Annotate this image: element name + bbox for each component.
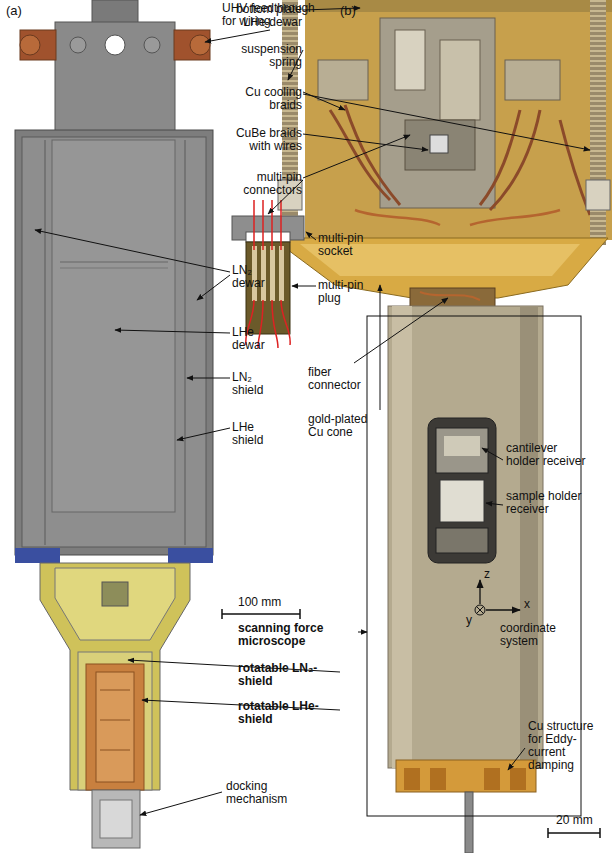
part-label: CuBe braids with wires bbox=[224, 127, 302, 153]
part-label: docking mechanism bbox=[226, 780, 306, 806]
part-label: multi-pin connectors bbox=[224, 171, 302, 197]
part-label: LHe dewar bbox=[232, 326, 277, 352]
part-label: bottom plate LHe-dewar bbox=[224, 3, 302, 29]
part-label: Cu structure for Eddy-current damping bbox=[528, 720, 608, 772]
panel-label: (b) bbox=[340, 4, 370, 18]
part-label: sample holder receiver bbox=[506, 490, 586, 516]
part-label: coordinate system bbox=[500, 622, 580, 648]
part-label: gold-plated Cu cone bbox=[308, 413, 378, 439]
part-label: rotatable LN₂-shield bbox=[238, 662, 338, 688]
part-label: multi-pin socket bbox=[318, 232, 378, 258]
panel-label: (a) bbox=[6, 4, 36, 18]
part-label: scanning force microscope bbox=[238, 622, 356, 648]
scale-label: 100 mm bbox=[238, 596, 298, 609]
part-label: rotatable LHe-shield bbox=[238, 700, 338, 726]
part-label: LN₂ shield bbox=[232, 371, 277, 397]
part-label: LN₂ dewar bbox=[232, 264, 277, 290]
axis-label: z bbox=[484, 568, 496, 581]
part-label: cantilever holder receiver bbox=[506, 442, 586, 468]
part-label: LHe shield bbox=[232, 421, 277, 447]
part-label: suspension spring bbox=[224, 43, 302, 69]
part-label: fiber connector bbox=[308, 366, 363, 392]
part-label: multi-pin plug bbox=[318, 279, 378, 305]
scale-label: 20 mm bbox=[556, 814, 606, 827]
part-label: Cu cooling braids bbox=[224, 86, 302, 112]
axis-label: x bbox=[524, 598, 536, 611]
axis-label: y bbox=[466, 614, 478, 627]
leader-lines bbox=[35, 8, 590, 815]
